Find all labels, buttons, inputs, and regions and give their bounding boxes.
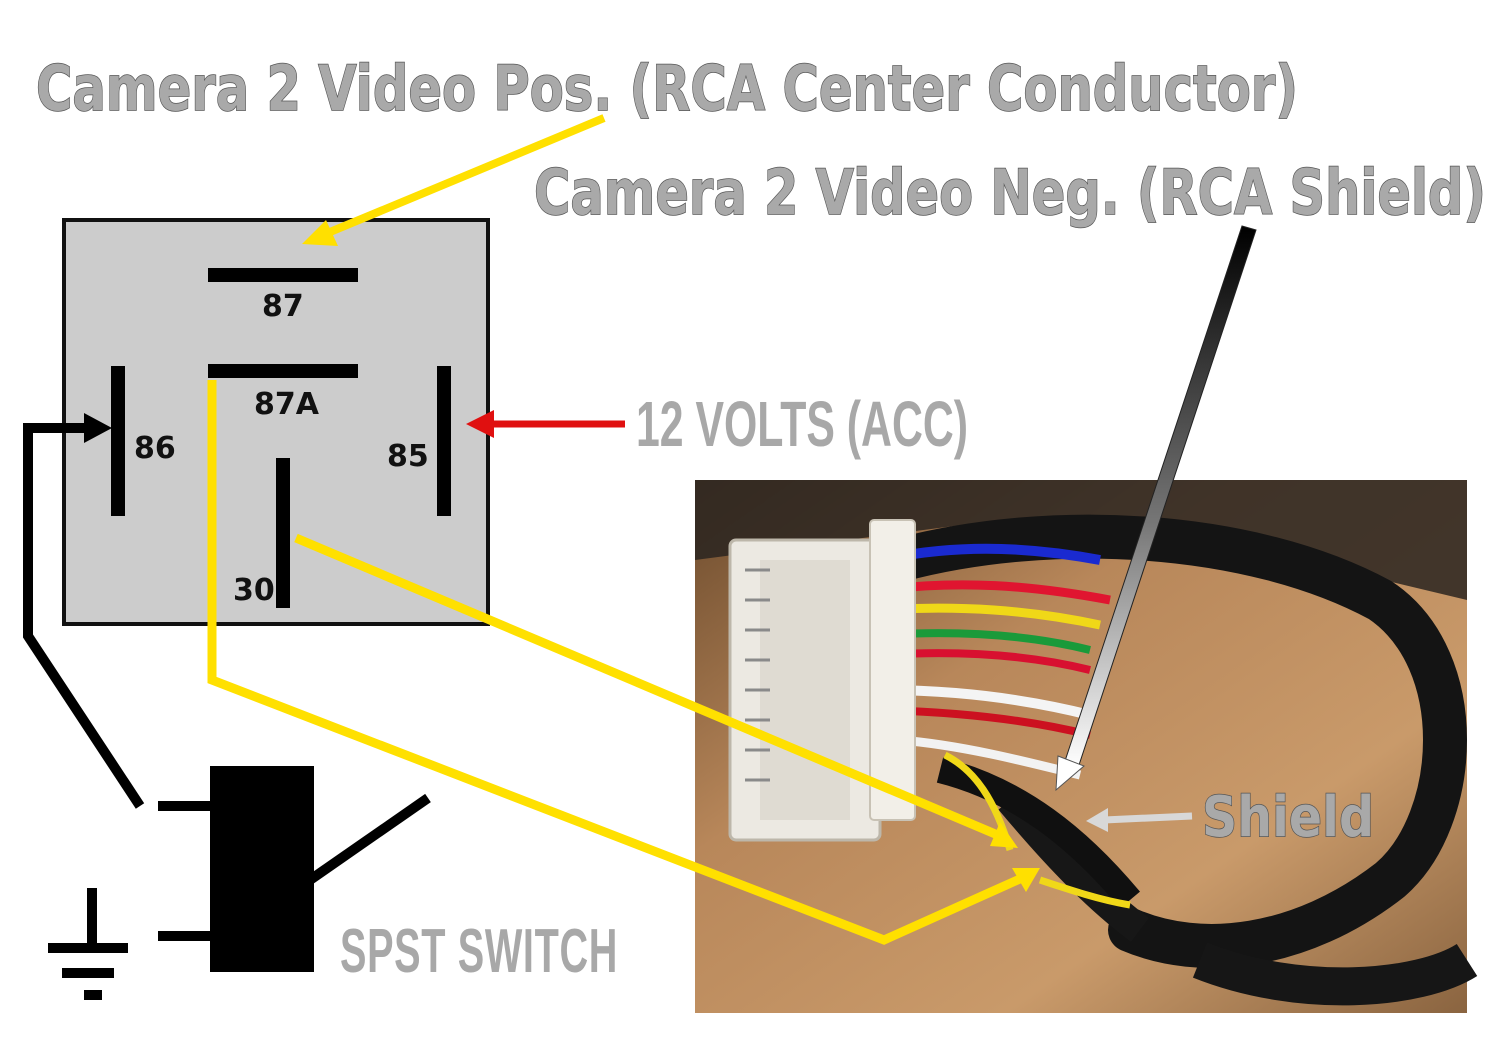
video-neg-arrow <box>1055 225 1257 792</box>
connector-pins <box>745 568 770 782</box>
video-neg-label: Camera 2 Video Neg. (RCA Shield) <box>534 156 1486 229</box>
pin-30-yellow-wire <box>294 533 1018 848</box>
relay: 87 87A 86 85 30 <box>62 218 490 626</box>
pin-87-label: 87 <box>262 289 304 324</box>
video-pos-label: Camera 2 Video Pos. (RCA Center Conducto… <box>36 52 1298 125</box>
spst-switch-label: SPST SWITCH <box>340 917 618 986</box>
twelve-volts-label: 12 VOLTS (ACC) <box>636 388 968 460</box>
pin-85-label: 85 <box>387 439 429 474</box>
spst-switch-icon <box>158 766 431 972</box>
shield-label: Shield <box>1202 785 1374 850</box>
pin-85-contact <box>437 366 451 516</box>
pin-86-contact <box>111 366 125 516</box>
power-wire-12v <box>466 410 625 438</box>
pin-30-contact <box>276 458 290 608</box>
shield-arrow <box>1086 808 1193 832</box>
pin-87a-label: 87A <box>254 387 320 422</box>
pin-87-contact <box>208 268 358 282</box>
pin-87a-yellow-wire <box>207 380 1040 945</box>
pin-87a-contact <box>208 364 358 378</box>
wiring-harness-photo <box>695 480 1478 1013</box>
switch-to-86-wire <box>23 413 145 809</box>
video-pos-arrow <box>302 114 606 246</box>
pin-30-label: 30 <box>233 573 275 608</box>
ground-symbol-icon <box>48 888 128 1000</box>
pin-86-label: 86 <box>134 431 176 466</box>
